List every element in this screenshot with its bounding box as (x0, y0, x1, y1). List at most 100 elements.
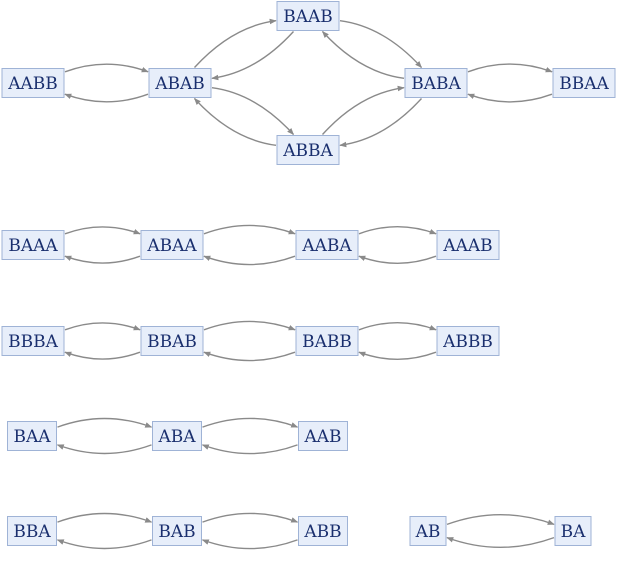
edge-baba-to-bbaa (467, 63, 553, 73)
node-box (436, 326, 500, 356)
node-bab: BAB (152, 516, 202, 546)
node-label: BABA (411, 74, 461, 94)
node-box (140, 326, 204, 356)
node-box (295, 326, 359, 356)
edge-abbb-to-babb (358, 351, 437, 360)
node-label: AB (415, 522, 441, 542)
node-box (140, 230, 204, 260)
node-label: BBAB (147, 332, 197, 352)
node-box (276, 135, 340, 165)
edge-aabb-to-abab (64, 63, 149, 73)
node-box (552, 68, 616, 98)
node-box (7, 421, 57, 451)
edge-aaba-to-aaab (358, 226, 437, 235)
node-box (1, 68, 65, 98)
node-bbab: BBAB (140, 326, 204, 356)
node-box (7, 516, 57, 546)
node-babb: BABB (295, 326, 359, 356)
edge-aaba-to-abaa (203, 255, 296, 266)
node-label: ABBB (442, 332, 493, 352)
node-box (1, 326, 65, 356)
node-label: AABA (301, 236, 352, 256)
node-box (276, 1, 340, 31)
node-abab: ABAB (148, 68, 212, 98)
node-box (152, 516, 202, 546)
edge-baab-to-abab (211, 31, 295, 81)
edge-baa-to-aba (57, 417, 153, 428)
edge-aaab-to-aaba (358, 255, 437, 264)
edges-layer (56, 18, 555, 550)
node-box (295, 230, 359, 260)
node-bbaa: BBAA (552, 68, 616, 98)
node-box (298, 421, 348, 451)
node-baaa: BAAA (1, 230, 65, 260)
edge-bab-to-bba (56, 539, 152, 550)
node-baab: BAAB (276, 1, 340, 31)
edge-abaa-to-baaa (64, 255, 141, 264)
node-label: BBAA (559, 74, 609, 94)
node-label: ABBA (282, 141, 333, 161)
node-label: BAA (13, 427, 51, 447)
node-aab: AAB (298, 421, 348, 451)
node-abbb: ABBB (436, 326, 500, 356)
node-baa: BAA (7, 421, 57, 451)
node-label: BABB (302, 332, 352, 352)
node-aaab: AAAB (436, 230, 500, 260)
node-bba: BBA (7, 516, 57, 546)
node-box (409, 516, 447, 546)
edge-baaa-to-abaa (64, 226, 141, 235)
edge-bbab-to-babb (203, 320, 296, 331)
node-label: AAB (303, 427, 341, 447)
node-ab: AB (409, 516, 447, 546)
node-label: ABB (303, 522, 341, 542)
edge-bbaa-to-baba (467, 93, 553, 103)
node-box (152, 421, 202, 451)
edge-abb-to-bab (201, 539, 298, 550)
node-aba: ABA (152, 421, 202, 451)
node-aabb: AABB (1, 68, 65, 98)
node-label: AAAB (442, 236, 492, 256)
edge-abaa-to-aaba (203, 224, 296, 235)
edge-ba-to-ab (446, 536, 555, 548)
node-box (554, 516, 592, 546)
edge-abba-to-baba (321, 85, 405, 135)
node-label: AABB (7, 74, 58, 94)
edge-aba-to-baa (56, 444, 152, 455)
edge-bba-to-bab (57, 512, 153, 523)
node-label: BBA (13, 522, 51, 542)
edge-baab-to-baba (339, 20, 423, 69)
node-bbba: BBBA (1, 326, 65, 356)
edge-baba-to-abba (339, 98, 423, 148)
node-label: ABA (157, 427, 196, 447)
node-label: BBBA (8, 332, 58, 352)
node-label: ABAB (154, 74, 205, 94)
edge-bab-to-abb (202, 512, 299, 523)
edge-ab-to-ba (446, 514, 555, 526)
node-ba: BA (554, 516, 592, 546)
edge-abab-to-baab (193, 18, 277, 68)
node-abaa: ABAA (140, 230, 204, 260)
edge-bbab-to-bbba (64, 351, 141, 360)
edge-abab-to-abba (211, 87, 295, 136)
node-label: BA (561, 522, 586, 542)
edge-aab-to-aba (201, 444, 298, 455)
node-box (436, 230, 500, 260)
node-box (404, 68, 468, 98)
node-abb: ABB (298, 516, 348, 546)
edge-baba-to-baab (321, 30, 405, 79)
node-abba: ABBA (276, 135, 340, 165)
node-label: BAAA (8, 236, 58, 256)
edge-babb-to-abbb (358, 322, 437, 331)
edge-bbba-to-bbab (64, 322, 141, 331)
node-label: BAB (158, 522, 195, 542)
node-box (298, 516, 348, 546)
node-label: ABAA (146, 236, 197, 256)
node-label: BAAB (283, 7, 333, 27)
node-aaba: AABA (295, 230, 359, 260)
node-box (148, 68, 212, 98)
edge-babb-to-bbab (203, 351, 296, 362)
edge-abab-to-aabb (64, 93, 149, 103)
node-box (1, 230, 65, 260)
edge-abba-to-abab (193, 97, 277, 146)
